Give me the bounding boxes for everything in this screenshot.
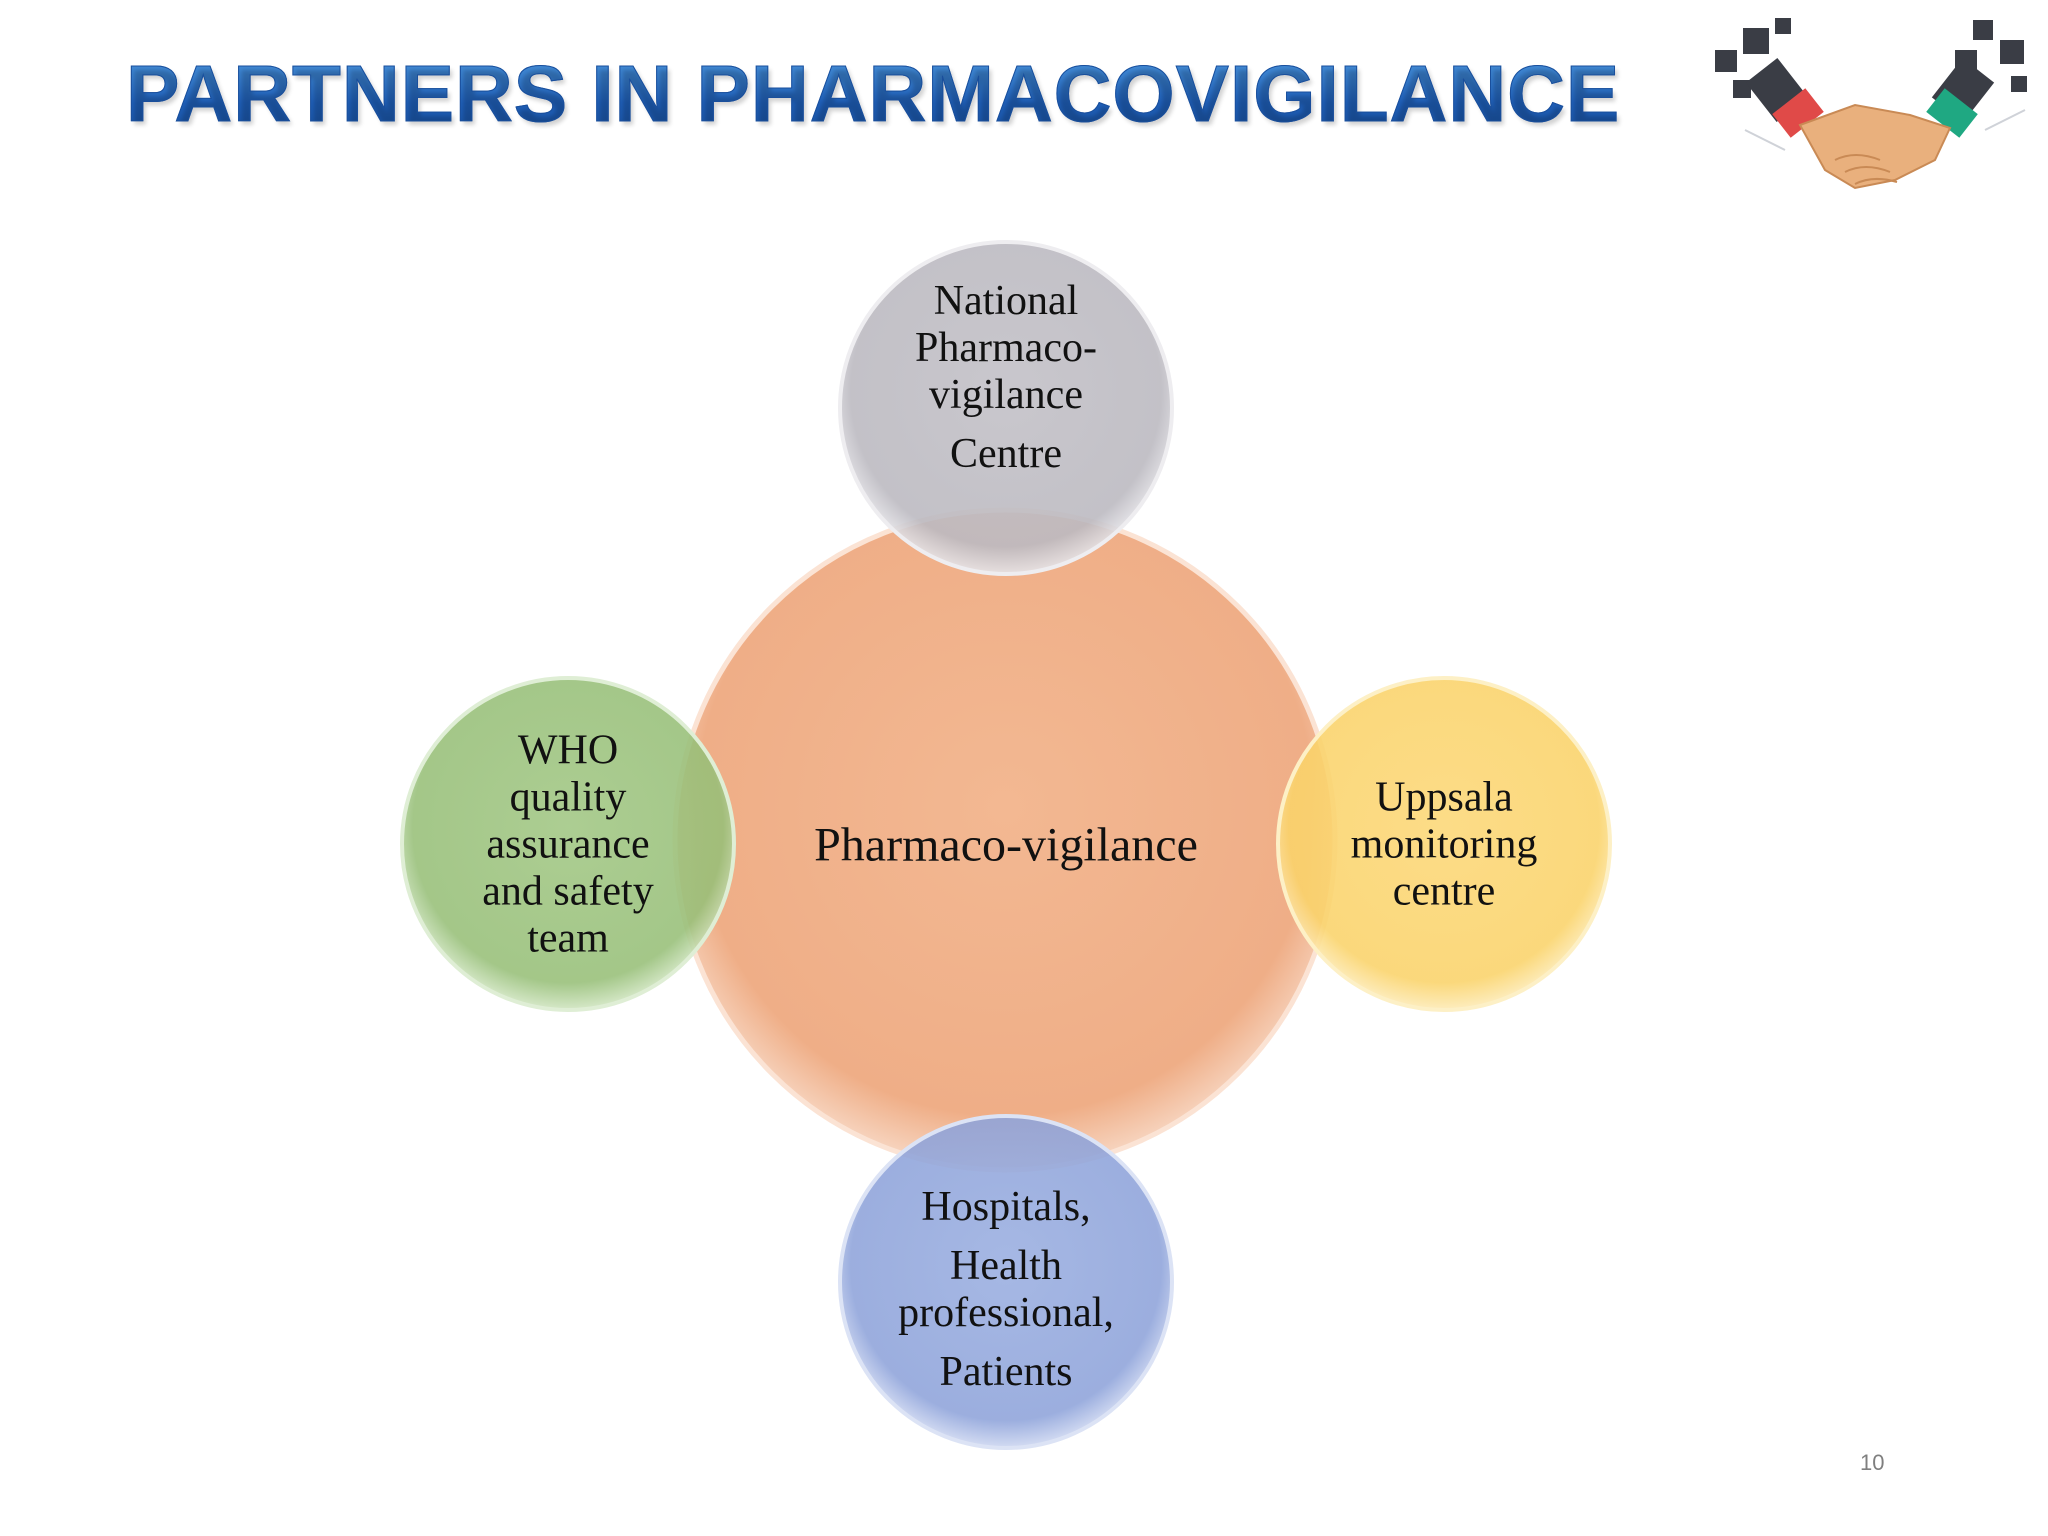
page-number: 10 bbox=[1860, 1450, 1885, 1475]
bottom-node-line: Patients bbox=[939, 1349, 1073, 1395]
left-node-line: WHO bbox=[517, 727, 619, 774]
bottom-node-label: Hospitals, Health professional, Patients bbox=[898, 1184, 1114, 1396]
bottom-node-circle bbox=[838, 1114, 1174, 1450]
top-node-line: National bbox=[933, 278, 1079, 324]
top-node-line: vigilance bbox=[929, 372, 1083, 418]
right-node-circle bbox=[1276, 676, 1612, 1012]
center-label: Pharmaco-vigilance bbox=[814, 818, 1198, 872]
right-node-label: Uppsala monitoring centre bbox=[1351, 775, 1538, 916]
top-node-line: Centre bbox=[950, 431, 1062, 477]
handshake-icon bbox=[1715, 18, 2027, 190]
slide-title: PARTNERS IN PHARMACOVIGILANCE bbox=[125, 49, 1621, 138]
left-node-label: WHO quality assurance and safety team bbox=[482, 728, 653, 963]
left-node-line: and safety bbox=[482, 868, 654, 915]
top-node-line: Pharmaco- bbox=[915, 325, 1097, 371]
right-node-line: centre bbox=[1392, 868, 1496, 915]
right-node-line: monitoring bbox=[1350, 821, 1538, 868]
bottom-node-line: professional, bbox=[898, 1290, 1114, 1336]
top-node-label: National Pharmaco- vigilance Centre bbox=[915, 278, 1097, 478]
left-node-line: quality bbox=[509, 774, 627, 821]
top-node-circle bbox=[838, 240, 1174, 576]
bottom-node-line: Health bbox=[950, 1243, 1062, 1289]
left-node-line: assurance bbox=[486, 821, 650, 868]
left-node-circle bbox=[400, 676, 736, 1012]
bottom-node-line: Hospitals, bbox=[921, 1184, 1091, 1230]
left-node-line: team bbox=[527, 915, 609, 962]
right-node-line: Uppsala bbox=[1375, 774, 1513, 821]
